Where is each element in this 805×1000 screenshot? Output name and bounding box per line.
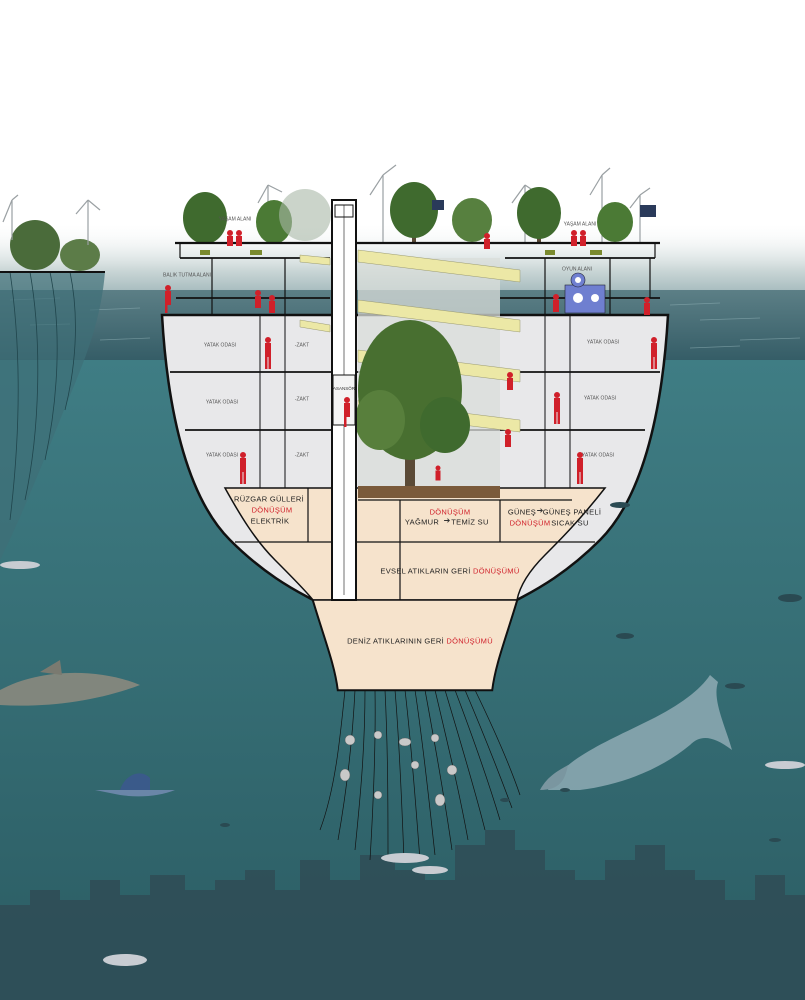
fishing-area-label: BALIK TUTMA ALANI	[163, 272, 211, 279]
marine-recycling-level	[311, 599, 519, 691]
collected-debris	[339, 730, 458, 807]
wind-energy-conversion: DÖNÜŞÜM	[251, 505, 293, 515]
play-area-label: OYUN ALANI	[561, 266, 593, 273]
utility-partitions	[235, 488, 595, 600]
bedroom-label-right-1: YATAK ODASI	[586, 339, 620, 346]
marine-waste-label: DENİZ ATIKLARININ GERİ DÖNÜŞÜMÜ	[347, 637, 493, 645]
marine-waste-conversion: DÖNÜŞÜMÜ	[446, 636, 493, 646]
wc-label-1: -ZAKT	[294, 342, 310, 349]
wc-label-2: -ZAKT	[294, 396, 310, 403]
domestic-waste-label: EVSEL ATIKLARIN GERİ DÖNÜŞÜMÜ	[380, 567, 519, 575]
hot-water-label: SICAK SU	[551, 518, 589, 528]
bedroom-label-right-3: YATAK ODASI	[581, 452, 615, 459]
rooftop-area-right-label: YAŞAM ALANI	[563, 221, 597, 228]
domestic-waste-conversion: DÖNÜŞÜMÜ	[473, 566, 520, 576]
wind-turbine	[2, 164, 651, 245]
elevator-label: ASANSÖR	[332, 385, 356, 391]
silver-fish	[0, 561, 805, 966]
wc-label-3: -ZAKT	[294, 452, 310, 459]
wind-energy-title: RÜZGAR GÜLLERİ	[233, 494, 305, 504]
people-figures	[165, 230, 657, 484]
sun-arrow-icon: ➔	[536, 506, 544, 515]
sailfish	[95, 773, 175, 797]
bedroom-label-left-3: YATAK ODASI	[205, 452, 239, 459]
rain-source-label: YAĞMUR	[404, 517, 440, 527]
rain-arrow-icon: ➔	[443, 516, 451, 525]
atrium-planter	[358, 486, 500, 498]
domestic-waste-text: EVSEL ATIKLARIN GERİ	[380, 566, 471, 576]
rooftop-area-label: YAŞAM ALANI	[218, 216, 252, 223]
room-partitions	[259, 315, 571, 488]
marine-waste-text: DENİZ ATIKLARININ GERİ	[347, 636, 444, 646]
atrium-tree	[355, 320, 470, 488]
small-fish	[220, 502, 802, 842]
rain-output-label: TEMİZ SU	[451, 517, 489, 527]
underwater-city-skyline	[0, 830, 805, 1000]
bedroom-label-left-2: YATAK ODASI	[205, 399, 239, 406]
rooftop-planters	[200, 250, 602, 255]
sun-source-label: GÜNEŞ	[507, 507, 537, 517]
upper-deck-columns	[179, 243, 656, 315]
sun-output-label: GÜNEŞ PANELİ	[542, 507, 602, 517]
wind-energy-output: ELEKTRİK	[250, 516, 290, 526]
left-neighbor-structure	[0, 220, 105, 560]
shark	[0, 660, 140, 706]
dolphin	[540, 675, 732, 790]
sun-conversion-label: DÖNÜŞÜM	[509, 518, 551, 528]
rooftop-trees	[183, 182, 656, 244]
rain-conversion-label: DÖNÜŞÜM	[429, 507, 471, 517]
playground-equipment	[564, 272, 606, 314]
bedroom-label-left-1: YATAK ODASI	[203, 342, 237, 349]
bedroom-label-right-2: YATAK ODASI	[583, 395, 617, 402]
